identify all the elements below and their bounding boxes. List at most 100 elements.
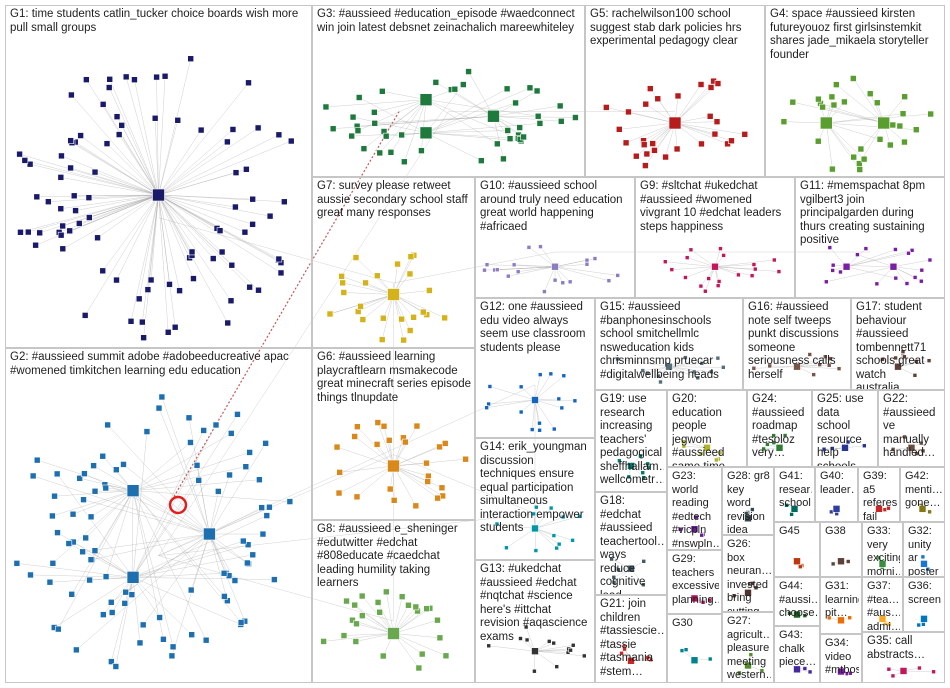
vertex xyxy=(856,160,863,167)
vertex xyxy=(351,433,358,440)
hub-vertex xyxy=(203,527,216,541)
hub-vertex xyxy=(487,109,500,123)
edge xyxy=(339,465,394,473)
edge xyxy=(158,194,169,333)
vertex xyxy=(362,279,369,287)
inter-group-edge xyxy=(158,555,394,622)
edge xyxy=(16,563,134,578)
group-label: G45 xyxy=(779,525,800,537)
edge xyxy=(668,366,698,379)
edge xyxy=(826,266,894,282)
edge xyxy=(83,499,210,535)
hub-vertex xyxy=(793,557,801,566)
vertex xyxy=(113,276,120,284)
edge xyxy=(534,645,574,652)
edge xyxy=(393,465,438,499)
vertex xyxy=(518,636,523,641)
vertex xyxy=(387,149,395,156)
group-label: G36: screen xyxy=(908,580,942,606)
vertex xyxy=(698,140,705,148)
vertex xyxy=(57,231,65,239)
edge xyxy=(554,264,587,267)
vertex xyxy=(82,534,89,542)
group-label: G26: box neuran… invested bring cutting… xyxy=(727,538,771,611)
group-box: G18: #edchat #aussieed teachertool… ways… xyxy=(595,492,667,595)
vertex xyxy=(556,396,562,402)
group-box: G6: #aussieed learning playcraftlearn ms… xyxy=(312,348,475,520)
vertex xyxy=(349,113,357,121)
edge xyxy=(133,577,275,580)
vertex xyxy=(143,428,151,435)
highlighted-vertex xyxy=(168,495,188,515)
edge xyxy=(488,399,536,405)
edge xyxy=(893,266,922,271)
vertex xyxy=(374,599,382,606)
edge xyxy=(379,99,427,154)
vertex xyxy=(577,514,582,519)
edge xyxy=(71,490,134,595)
vertex xyxy=(99,101,107,108)
edge xyxy=(393,619,438,634)
group-box: G19: use research increasing teachers' p… xyxy=(595,390,667,492)
hub-vertex xyxy=(668,116,682,130)
vertex xyxy=(500,155,507,163)
vertex xyxy=(691,369,697,375)
vertex xyxy=(216,227,224,234)
vertex xyxy=(234,411,241,418)
vertex xyxy=(410,314,417,321)
vertex xyxy=(504,127,512,134)
vertex xyxy=(787,610,792,616)
vertex xyxy=(863,246,869,251)
vertex xyxy=(720,365,726,370)
vertex xyxy=(156,614,163,621)
vertex xyxy=(913,359,919,364)
vertex xyxy=(749,581,755,586)
vertex xyxy=(706,276,711,281)
hub-vertex xyxy=(531,396,539,404)
vertex xyxy=(715,355,721,361)
edge xyxy=(158,194,193,256)
nodes-layer xyxy=(13,55,936,679)
vertex xyxy=(876,136,884,143)
group-label: G8: #aussieed e_sheninger #edutwitter #e… xyxy=(317,523,458,589)
group-label: G10: #aussieed school around truly need … xyxy=(480,180,623,233)
edge xyxy=(665,261,716,267)
vertex xyxy=(845,439,851,445)
hub-vertex xyxy=(665,362,673,371)
group-label: G16: #aussieed note self tweeps punkt di… xyxy=(748,301,839,381)
hub-vertex xyxy=(744,661,752,670)
group-label: G14: erik_youngman discussion techniques… xyxy=(480,441,587,534)
edge xyxy=(497,266,556,270)
group-box: G38 xyxy=(820,522,862,577)
edge xyxy=(158,194,253,225)
vertex xyxy=(533,87,541,95)
group-box: G8: #aussieed e_sheninger #edutwitter #e… xyxy=(312,520,475,683)
edge xyxy=(123,464,210,535)
vertex xyxy=(187,439,194,446)
vertex xyxy=(761,446,766,452)
vertex xyxy=(240,537,247,545)
vertex xyxy=(218,248,226,256)
group-box: G25: use data school resource help schoo… xyxy=(812,390,878,467)
vertex xyxy=(190,275,197,282)
vertex xyxy=(700,599,706,605)
vertex xyxy=(917,665,922,671)
group-label: G7: survey please retweet aussie seconda… xyxy=(317,180,468,219)
vertex xyxy=(57,174,65,181)
vertex xyxy=(611,580,617,585)
edge xyxy=(158,140,292,196)
vertex xyxy=(751,262,757,267)
edge xyxy=(534,528,560,545)
edge xyxy=(853,78,884,124)
edge xyxy=(897,360,930,367)
vertex xyxy=(378,336,386,343)
group-box: G42: menti… gone… xyxy=(900,467,945,522)
edge xyxy=(61,155,159,196)
vertex xyxy=(135,295,143,303)
edge xyxy=(36,194,159,198)
edge xyxy=(357,99,427,131)
vertex xyxy=(340,632,348,639)
group-box: G9: #sltchat #ukedchat #aussieed #womene… xyxy=(635,177,795,298)
group-label: G42: menti… gone… xyxy=(905,470,942,509)
